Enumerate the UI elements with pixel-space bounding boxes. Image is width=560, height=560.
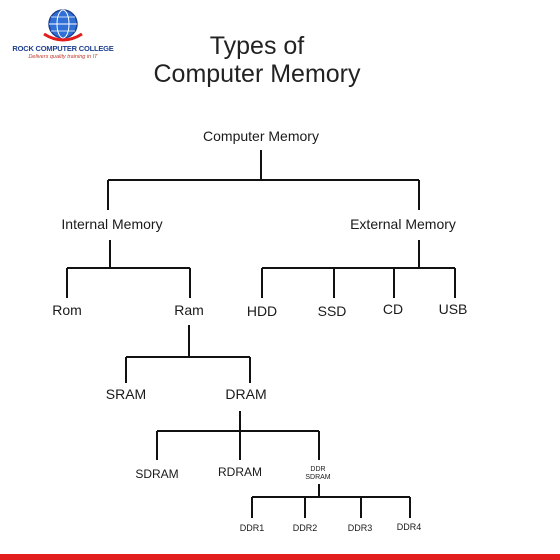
page-title-line2: Computer Memory bbox=[153, 60, 361, 88]
bottom-accent-bar bbox=[0, 554, 560, 560]
node-ddr4: DDR4 bbox=[396, 522, 422, 532]
node-ddr-sdram-line2: SDRAM bbox=[305, 474, 331, 481]
logo-name: ROCK COMPUTER COLLEGE bbox=[12, 44, 114, 53]
node-sdram: SDRAM bbox=[135, 467, 179, 481]
page-title-line1: Types of bbox=[209, 32, 305, 60]
node-ddr2: DDR2 bbox=[292, 523, 318, 533]
node-external-memory: External Memory bbox=[350, 216, 456, 232]
node-cd: CD bbox=[382, 301, 404, 317]
node-usb: USB bbox=[438, 301, 468, 317]
logo-tagline: Delivers quality training in IT bbox=[28, 54, 98, 60]
college-logo: ROCK COMPUTER COLLEGE Delivers quality t… bbox=[8, 6, 128, 66]
node-ddr-sdram-line1: DDR bbox=[310, 466, 326, 473]
node-ddr3: DDR3 bbox=[347, 523, 373, 533]
node-ram: Ram bbox=[174, 302, 204, 318]
node-rdram: RDRAM bbox=[218, 465, 262, 479]
node-hdd: HDD bbox=[246, 303, 278, 319]
node-dram: DRAM bbox=[225, 386, 267, 402]
node-ddr1: DDR1 bbox=[239, 523, 265, 533]
globe-icon bbox=[43, 9, 83, 42]
node-rom: Rom bbox=[52, 302, 82, 318]
node-ddr-sdram: DDR SDRAM bbox=[305, 466, 330, 482]
node-internal-memory: Internal Memory bbox=[61, 216, 163, 232]
node-computer-memory: Computer Memory bbox=[203, 128, 319, 144]
node-ssd: SSD bbox=[317, 303, 347, 319]
node-sram: SRAM bbox=[105, 386, 147, 402]
